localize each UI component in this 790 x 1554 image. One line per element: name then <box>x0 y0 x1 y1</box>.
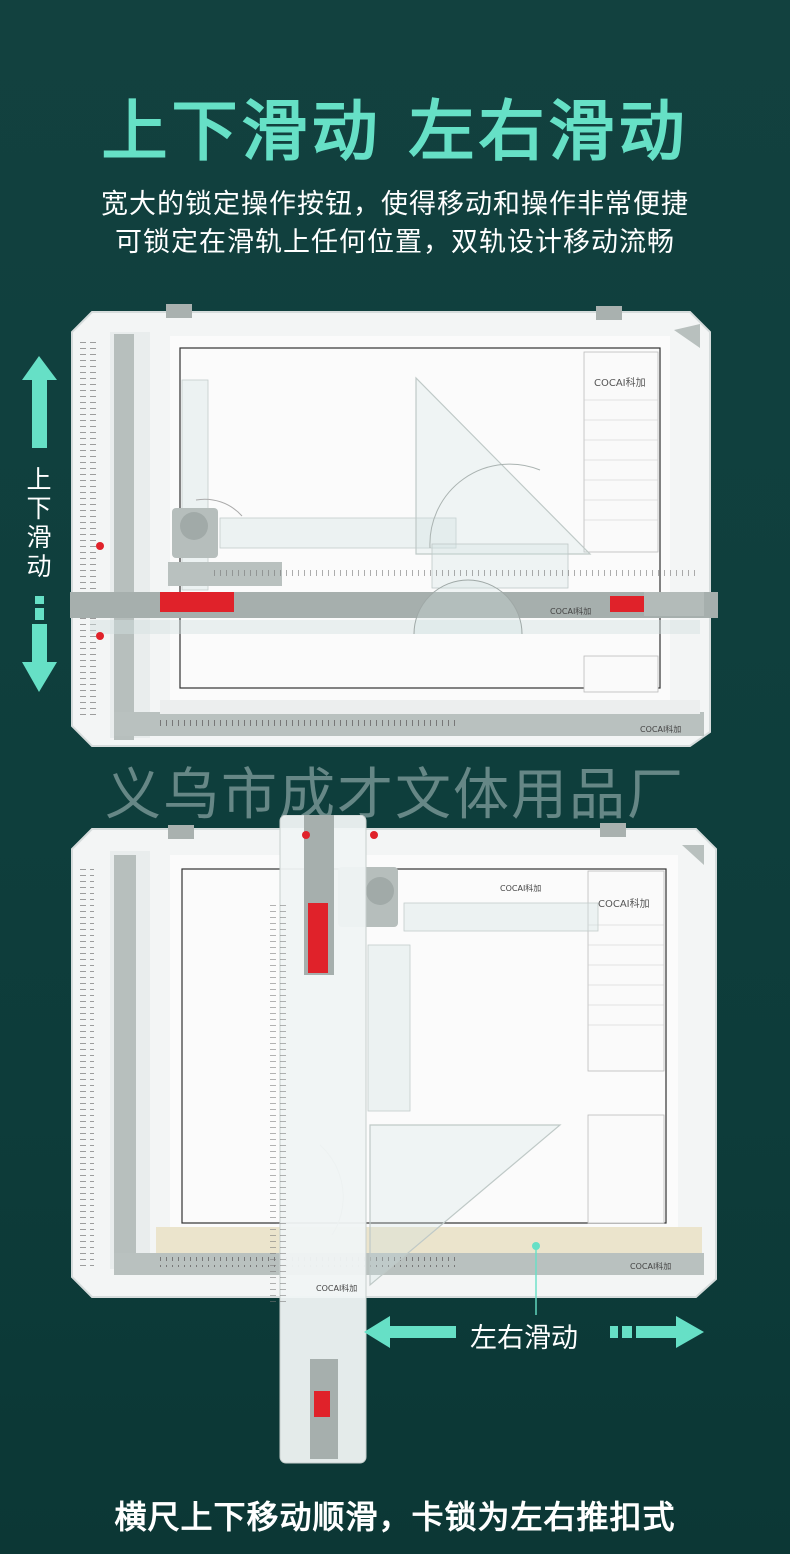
subtitle-line-1: 宽大的锁定操作按钮，使得移动和操作非常便捷 <box>101 189 689 220</box>
vertical-ruler-brand: COCAI科加 <box>316 1283 357 1293</box>
vertical-slide-label: 上 下 滑 动 <box>22 465 56 581</box>
horizontal-arrow-icon <box>364 1316 704 1348</box>
arm-brand: COCAI科加 <box>500 883 541 893</box>
vertical-label-char: 滑 <box>26 523 52 552</box>
drawing-board-bottom: COCAI科加 COCAI科加 COCAI科加 COCAI科加 <box>71 815 717 1464</box>
brand-logo-2: COCAI科加 <box>598 897 650 910</box>
footer-caption: 横尺上下移动顺滑，卡锁为左右推扣式 <box>114 1498 676 1536</box>
ruler-brand: COCAI科加 <box>550 606 591 616</box>
vertical-arrow-icon <box>22 356 57 692</box>
subtitle-line-2: 可锁定在滑轨上任何位置，双轨设计移动流畅 <box>115 227 675 258</box>
page-title: 上下滑动 左右滑动 <box>101 93 689 170</box>
bottom-ruler-brand: COCAI科加 <box>640 724 681 734</box>
watermark: 义乌市成才文体用品厂 <box>105 763 685 828</box>
horizontal-slide-label: 左右滑动 <box>470 1323 578 1354</box>
vertical-label-char: 上 <box>26 465 52 494</box>
vertical-label-char: 动 <box>26 552 52 581</box>
drawing-board-top: COCAI科加 COCAI科加 COCAI科加 <box>70 304 718 747</box>
vertical-label-char: 下 <box>26 494 52 523</box>
bottom-ruler-brand-2: COCAI科加 <box>630 1261 671 1271</box>
brand-logo: COCAI科加 <box>594 376 646 389</box>
